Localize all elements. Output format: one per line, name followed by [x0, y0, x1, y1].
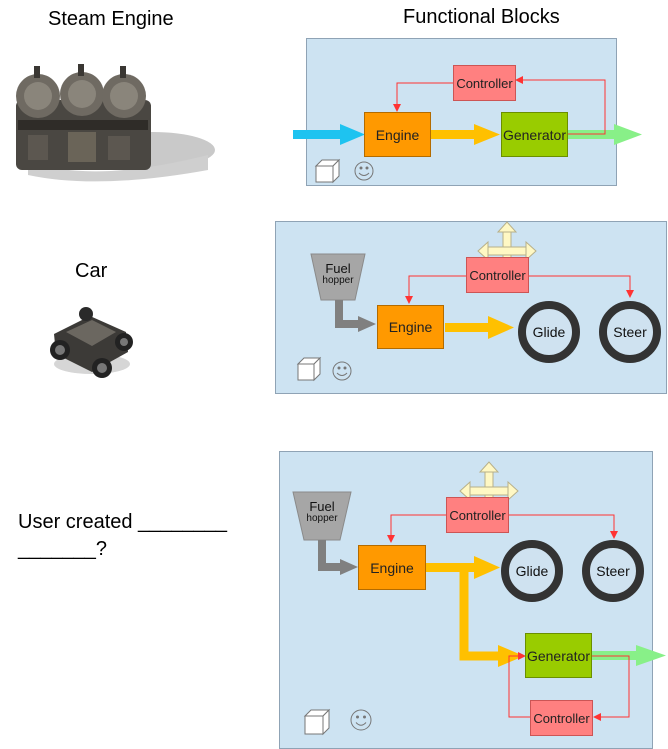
smiley-icon — [332, 361, 352, 381]
steer-wheel: Steer — [582, 540, 644, 602]
generator-block: Generator — [525, 633, 592, 678]
steer-wheel: Steer — [599, 301, 661, 363]
generator-block: Generator — [501, 112, 568, 157]
controller-block: Controller — [453, 65, 516, 101]
glide-wheel: Glide — [518, 301, 580, 363]
smiley-icon — [354, 161, 374, 181]
cube-icon — [314, 158, 341, 184]
engine-block: Engine — [358, 545, 426, 590]
engine-block: Engine — [364, 112, 431, 157]
smiley-icon — [350, 709, 372, 731]
controller-block: Controller — [446, 497, 509, 533]
move-cross-icon — [459, 461, 519, 521]
steam-engine-image — [16, 64, 215, 182]
controller-block: Controller — [466, 257, 529, 293]
fuel-hopper-icon — [310, 253, 366, 301]
fuel-hopper-icon — [292, 491, 352, 541]
functional-blocks-heading: Functional Blocks — [403, 6, 560, 28]
hopper-label: hopper — [322, 274, 354, 286]
cube-icon — [296, 356, 322, 382]
cube-icon — [303, 708, 331, 736]
fuel-label: Fuel — [309, 499, 335, 514]
glide-wheel: Glide — [501, 540, 563, 602]
hopper-label: hopper — [306, 512, 338, 524]
fuel-hopper-label: Fuel hopper — [296, 500, 348, 524]
fuel-hopper-label: Fuel hopper — [313, 262, 363, 286]
user-created-heading-line1: User created ________ — [18, 511, 228, 533]
car-heading: Car — [75, 260, 108, 282]
steam-engine-heading: Steam Engine — [48, 8, 174, 30]
car-image — [50, 307, 133, 378]
controller-block: Controller — [530, 700, 593, 736]
user-created-heading-line2: _______? — [18, 538, 107, 560]
engine-block: Engine — [377, 305, 444, 349]
fuel-label: Fuel — [325, 261, 351, 276]
